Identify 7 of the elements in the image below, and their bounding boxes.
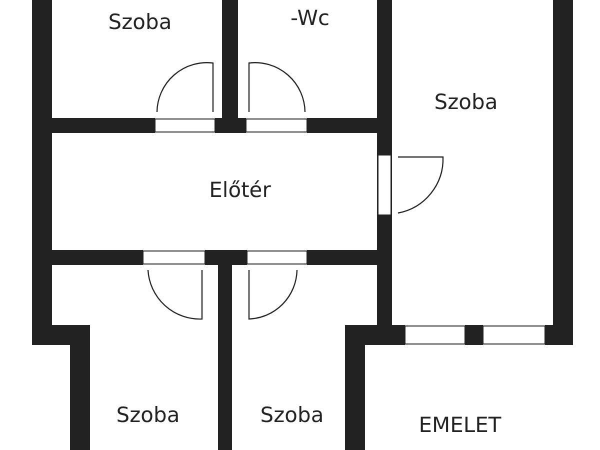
room-label: Szoba [434, 90, 498, 114]
room-label: Szoba [260, 403, 324, 427]
room-label: EMELET [418, 413, 502, 437]
room-label: Szoba [108, 10, 172, 34]
room-label: -Wc [290, 6, 330, 30]
room-label: Szoba [116, 403, 180, 427]
room-label: Előtér [209, 178, 271, 202]
